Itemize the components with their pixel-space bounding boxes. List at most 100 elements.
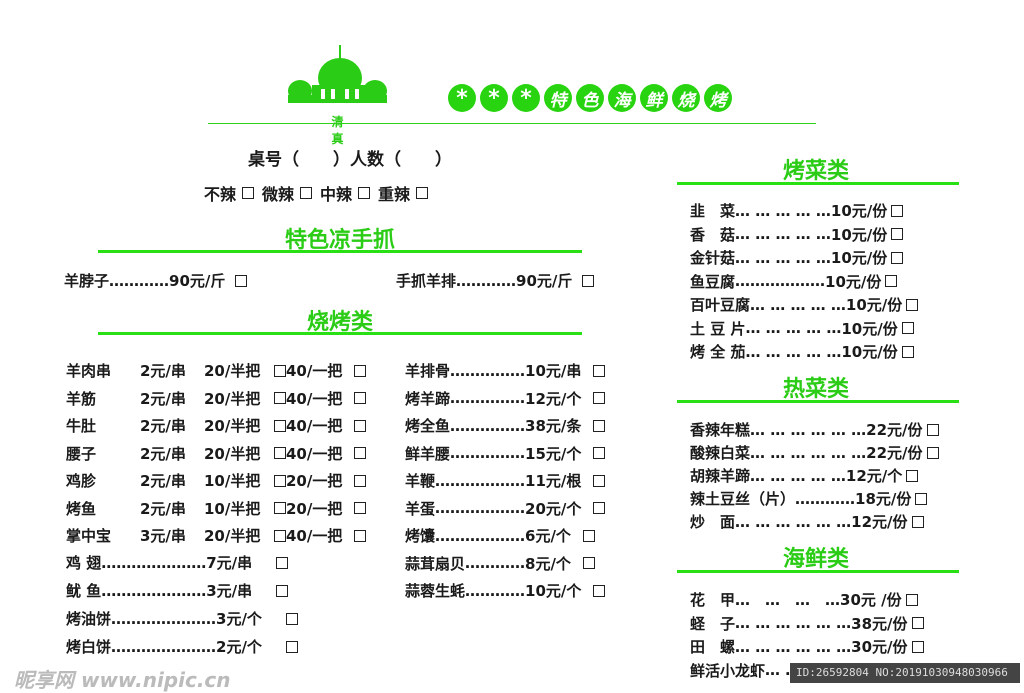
item-checkbox[interactable] [354, 419, 366, 432]
item-name: 手抓羊排 [396, 272, 457, 290]
item-dots: ………… [465, 554, 526, 572]
item-price: 12元/份 [851, 513, 908, 531]
spice-checkbox[interactable] [300, 187, 313, 199]
menu-item: 烤白饼…………………2元/个 [66, 636, 299, 657]
item-dots: … … … … … … [750, 443, 867, 462]
menu-item: 田 螺… … … … … …30元/份 [690, 636, 924, 657]
item-checkbox[interactable] [593, 364, 606, 377]
item-checkbox[interactable] [276, 584, 289, 597]
item-checkbox[interactable] [274, 529, 286, 542]
item-name: 炒 面 [690, 513, 736, 531]
item-checkbox[interactable] [593, 419, 606, 432]
item-dots: … … … … … [745, 342, 842, 361]
item-name: 腰子 [66, 444, 97, 463]
item-checkbox[interactable] [235, 274, 248, 287]
item-price: 15元/个 [525, 444, 582, 463]
item-checkbox[interactable] [276, 556, 289, 569]
item-name: 蒜蓉生蚝 [405, 582, 466, 600]
item-checkbox[interactable] [354, 529, 366, 542]
item-price-full: 40/一把 [286, 362, 343, 380]
spice-option-label: 不辣 [204, 185, 237, 204]
section-title-haixian: 海鲜类 [782, 547, 849, 572]
item-checkbox[interactable] [354, 364, 366, 377]
item-checkbox[interactable] [582, 529, 595, 542]
item-checkbox[interactable] [354, 447, 366, 459]
item-checkbox[interactable] [286, 612, 299, 625]
item-name: 烤油饼 [66, 610, 112, 628]
item-checkbox[interactable] [901, 345, 914, 358]
menu-item: 羊脖子 ………… 90元/斤 [64, 270, 248, 291]
item-checkbox[interactable] [274, 364, 286, 377]
item-price-each: 2元/串 [140, 417, 186, 435]
item-checkbox[interactable] [593, 392, 606, 404]
item-price: 10元/份 [841, 319, 898, 338]
asterisk-badge: * [480, 84, 508, 112]
item-checkbox[interactable] [274, 447, 286, 459]
item-checkbox[interactable] [354, 502, 366, 514]
item-checkbox[interactable] [915, 492, 928, 505]
menu-item: 鲜羊腰……………15元/个 [405, 443, 606, 464]
item-price: 6元/个 [525, 527, 571, 545]
item-price-full: 40/一把 [286, 417, 343, 435]
item-checkbox[interactable] [926, 446, 939, 459]
item-checkbox[interactable] [885, 275, 898, 287]
item-name: 辣土豆丝（片） [690, 490, 796, 508]
item-checkbox[interactable] [582, 274, 595, 287]
item-dots: ……………… [735, 272, 826, 290]
item-checkbox[interactable] [901, 322, 914, 334]
item-price: 7元/串 [206, 554, 253, 572]
item-checkbox[interactable] [593, 474, 606, 487]
item-name: 鱼豆腐 [690, 272, 736, 291]
spice-checkbox[interactable] [358, 187, 371, 199]
item-checkbox[interactable] [274, 419, 286, 432]
item-checkbox[interactable] [906, 469, 919, 482]
item-name: 烤全鱼 [405, 417, 451, 435]
item-price: 38元/条 [525, 417, 582, 435]
item-checkbox[interactable] [593, 447, 606, 459]
item-dots: ………… [795, 489, 856, 508]
item-checkbox[interactable] [286, 640, 299, 653]
title-char: 烧 [672, 84, 700, 112]
item-checkbox[interactable] [911, 617, 924, 629]
item-checkbox[interactable] [891, 204, 904, 217]
item-checkbox[interactable] [891, 251, 904, 264]
spice-option-label: 中辣 [320, 185, 353, 204]
item-checkbox[interactable] [593, 502, 606, 514]
item-checkbox[interactable] [354, 474, 366, 487]
item-checkbox[interactable] [911, 515, 924, 528]
item-price-half: 20/半把 [204, 527, 261, 545]
item-price: 38元/份 [851, 614, 908, 633]
item-checkbox[interactable] [274, 502, 286, 514]
item-price-each: 3元/串 [140, 527, 186, 545]
item-price-half: 20/半把 [204, 417, 261, 435]
item-dots: … … … … … … [735, 512, 852, 531]
spice-options: 不辣 微辣 中辣 重辣 [204, 181, 429, 205]
item-checkbox[interactable] [274, 392, 286, 404]
item-dots: …………… [450, 361, 526, 380]
watermark-text: 昵享网 www.nipic.cn [14, 668, 231, 692]
section-divider [677, 400, 959, 403]
item-checkbox[interactable] [905, 593, 918, 606]
item-checkbox[interactable] [906, 298, 919, 311]
section-divider [677, 182, 959, 185]
item-checkbox[interactable] [891, 228, 904, 240]
item-checkbox[interactable] [926, 423, 939, 436]
item-checkbox[interactable] [274, 474, 286, 487]
item-name: 花 甲 [690, 591, 736, 609]
item-checkbox[interactable] [354, 392, 366, 404]
item-dots: … … … … … [735, 225, 831, 243]
item-price-full: 20/一把 [286, 472, 343, 490]
item-name: 羊鞭 [405, 472, 436, 490]
menu-item: 百叶豆腐… … … … …10元/份 [690, 294, 919, 315]
item-checkbox[interactable] [593, 584, 606, 597]
item-checkbox[interactable] [911, 640, 924, 653]
item-name: 烤鱼 [66, 499, 97, 518]
spice-checkbox[interactable] [416, 187, 429, 199]
spice-checkbox[interactable] [242, 187, 255, 199]
item-price: 10元/串 [525, 362, 582, 380]
menu-item: 韭 菜… … … … …10元/份 [690, 200, 904, 221]
menu-item: 烤全鱼……………38元/条 [405, 415, 606, 436]
item-checkbox[interactable] [582, 557, 595, 569]
section-divider [98, 250, 582, 253]
menu-item: 烤馕………………6元/个 [405, 525, 595, 546]
